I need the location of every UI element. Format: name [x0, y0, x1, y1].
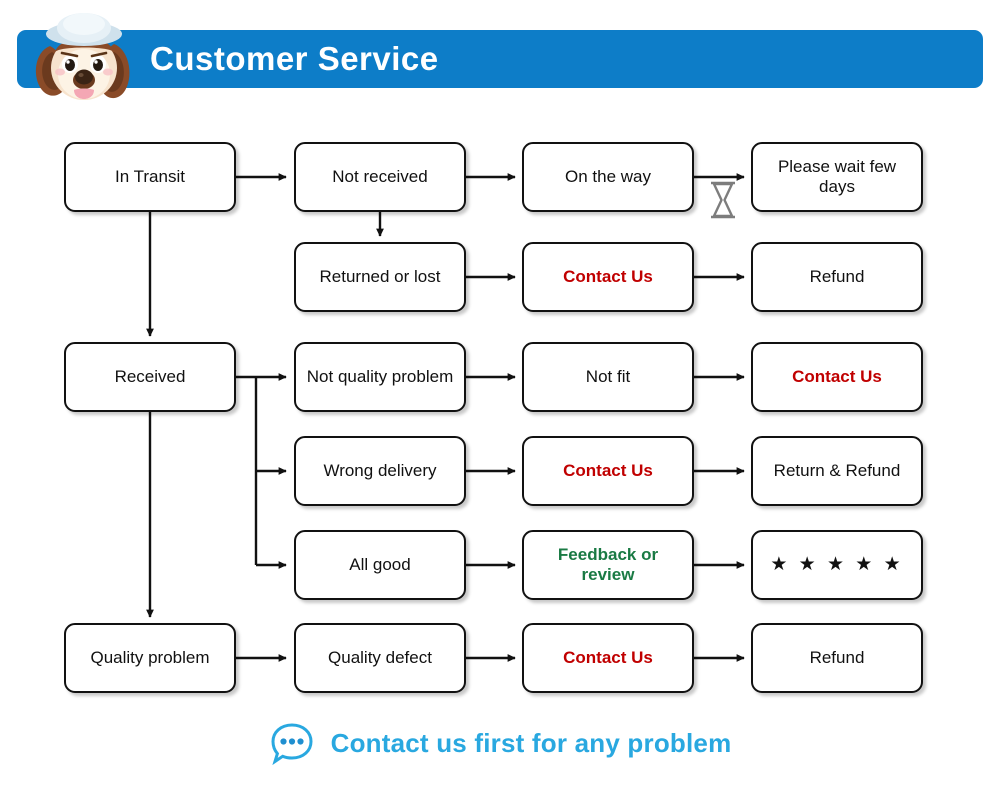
node-label: ★ ★ ★ ★ ★	[770, 554, 904, 576]
node-label: Quality defect	[328, 648, 432, 668]
node-label: Not received	[332, 167, 428, 187]
speech-bubble-icon	[271, 723, 313, 765]
node-label: Return & Refund	[773, 461, 901, 481]
node-label: Contact Us	[792, 367, 882, 387]
node-refund-1[interactable]: Refund	[751, 242, 923, 312]
node-quality-problem[interactable]: Quality problem	[64, 623, 236, 693]
node-not-quality-problem[interactable]: Not quality problem	[294, 342, 466, 412]
node-return-and-refund[interactable]: Return & Refund	[751, 436, 923, 506]
node-feedback-or-review[interactable]: Feedback or review	[522, 530, 694, 600]
dog-mascot-icon	[35, 13, 130, 100]
node-label: Wrong delivery	[323, 461, 437, 481]
node-label: Contact Us	[563, 648, 653, 668]
node-label: Returned or lost	[319, 267, 441, 287]
node-label: Refund	[809, 648, 865, 668]
node-label: Received	[114, 367, 186, 387]
node-label: Contact Us	[563, 461, 653, 481]
node-on-the-way[interactable]: On the way	[522, 142, 694, 212]
node-label: Feedback or review	[557, 545, 659, 584]
node-contact-us-4[interactable]: Contact Us	[522, 623, 694, 693]
node-returned-or-lost[interactable]: Returned or lost	[294, 242, 466, 312]
node-label: Not fit	[585, 367, 631, 387]
node-not-received[interactable]: Not received	[294, 142, 466, 212]
node-not-fit[interactable]: Not fit	[522, 342, 694, 412]
node-label: Please wait few days	[777, 157, 897, 196]
node-label: Refund	[809, 267, 865, 287]
node-label: Contact Us	[563, 267, 653, 287]
node-label: On the way	[565, 167, 651, 187]
node-received[interactable]: Received	[64, 342, 236, 412]
node-contact-us-3[interactable]: Contact Us	[522, 436, 694, 506]
footer-contact-bar: Contact us first for any problem	[0, 712, 1000, 774]
node-contact-us-1[interactable]: Contact Us	[522, 242, 694, 312]
node-in-transit[interactable]: In Transit	[64, 142, 236, 212]
node-five-stars[interactable]: ★ ★ ★ ★ ★	[751, 530, 923, 600]
header-banner	[17, 30, 983, 88]
hourglass-icon	[711, 181, 735, 219]
node-label: Quality problem	[90, 648, 210, 668]
node-label: All good	[349, 555, 411, 575]
node-label: In Transit	[115, 167, 185, 187]
node-all-good[interactable]: All good	[294, 530, 466, 600]
node-please-wait[interactable]: Please wait few days	[751, 142, 923, 212]
node-quality-defect[interactable]: Quality defect	[294, 623, 466, 693]
node-wrong-delivery[interactable]: Wrong delivery	[294, 436, 466, 506]
node-refund-2[interactable]: Refund	[751, 623, 923, 693]
node-label: Not quality problem	[306, 367, 454, 387]
page-title: Customer Service	[150, 40, 439, 77]
node-contact-us-2[interactable]: Contact Us	[751, 342, 923, 412]
footer-text: Contact us first for any problem	[330, 727, 732, 758]
